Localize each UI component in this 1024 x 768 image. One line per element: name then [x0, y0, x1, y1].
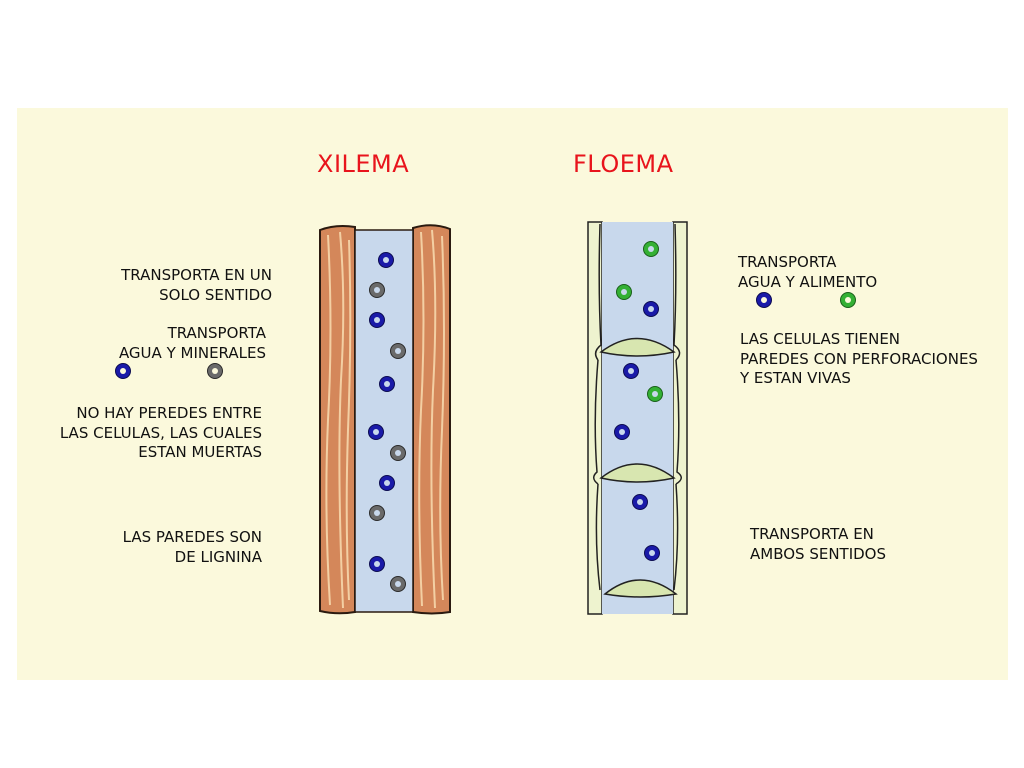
label-line: AGUA Y ALIMENTO — [738, 272, 878, 291]
label-line: TRANSPORTA — [167, 324, 266, 342]
floema-title: FLOEMA — [573, 150, 674, 178]
label-line: TRANSPORTA EN UN — [121, 266, 272, 284]
xilema-label-one-direction: TRANSPORTA EN UN SOLO SENTIDO — [121, 266, 272, 305]
floema-label-both-directions: TRANSPORTA EN AMBOS SENTIDOS — [750, 525, 886, 564]
label-line: TRANSPORTA — [738, 253, 837, 271]
label-line: LAS PAREDES SON — [122, 528, 262, 546]
label-line: NO HAY PEREDES ENTRE — [76, 404, 262, 422]
label-line: LAS CELULAS, LAS CUALES — [59, 423, 262, 442]
label-line: SOLO SENTIDO — [159, 285, 272, 304]
xilema-title: XILEMA — [317, 150, 410, 178]
diagram-panel — [17, 108, 1008, 680]
label-line: DE LIGNINA — [174, 547, 262, 566]
xilema-label-water-minerals: TRANSPORTA AGUA Y MINERALES — [119, 324, 266, 363]
label-line: PAREDES CON PERFORACIONES — [740, 349, 978, 368]
xilema-label-lignin: LAS PAREDES SON DE LIGNINA — [123, 528, 262, 567]
floema-label-water-food: TRANSPORTA AGUA Y ALIMENTO — [738, 253, 877, 292]
label-line: TRANSPORTA EN — [750, 525, 874, 543]
label-line: ESTAN MUERTAS — [138, 443, 262, 461]
label-line: AGUA Y MINERALES — [118, 343, 266, 362]
floema-label-living-cells: LAS CELULAS TIENEN PAREDES CON PERFORACI… — [740, 330, 978, 389]
xilema-label-dead-cells: NO HAY PEREDES ENTRE LAS CELULAS, LAS CU… — [60, 404, 262, 463]
label-line: LAS CELULAS TIENEN — [740, 330, 901, 348]
label-line: AMBOS SENTIDOS — [750, 544, 887, 563]
label-line: Y ESTAN VIVAS — [740, 369, 851, 387]
